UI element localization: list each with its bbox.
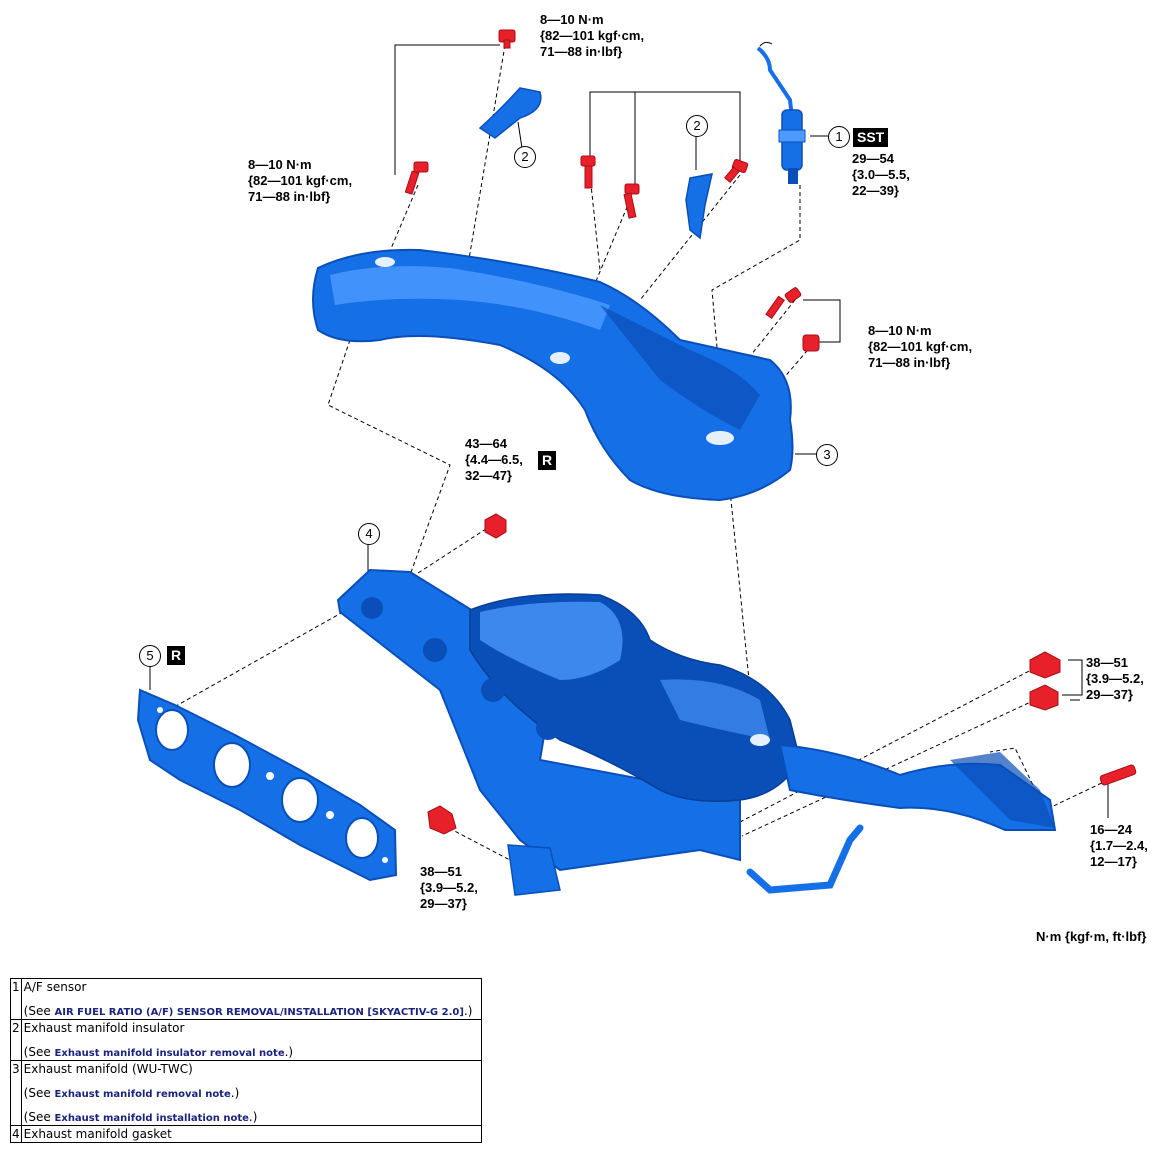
bolt-top-left: [404, 161, 429, 195]
solid-leader-lines: [149, 44, 1109, 818]
part-cell: Exhaust manifold gasket: [20, 1125, 483, 1143]
exhaust-manifold-insulator-piece-2b: [685, 173, 713, 240]
exploded-diagram: [136, 29, 1137, 896]
callout-1: 1: [828, 126, 850, 148]
part-cell: Exhaust manifold insulator (See Exhaust …: [20, 1019, 483, 1061]
parts-table: 1 A/F sensor (See AIR FUEL RATIO (A/F) S…: [10, 978, 483, 1143]
part-cell: Exhaust manifold (WU-TWC) (See Exhaust m…: [20, 1060, 483, 1126]
see-suffix: .): [463, 1004, 473, 1018]
part-cell: A/F sensor (See AIR FUEL RATIO (A/F) SEN…: [20, 978, 483, 1020]
bolts: [404, 29, 1137, 835]
nut-center: [484, 513, 507, 539]
see-prefix: (See: [23, 1045, 55, 1059]
bolt-center-3: [723, 158, 749, 184]
table-row: 1 A/F sensor (See AIR FUEL RATIO (A/F) S…: [10, 978, 483, 1020]
see-reference: (See Exhaust manifold insulator removal …: [24, 1045, 479, 1059]
bolt-center-1: [580, 155, 596, 189]
bolt-center-2: [623, 183, 640, 219]
exhaust-manifold-gasket-5: [136, 688, 398, 882]
part-number: 1: [10, 978, 22, 1020]
torque-label-right-mid: 8—10 N·m {82—101 kgf·cm, 71—88 in·lbf}: [868, 323, 973, 370]
procedure-link[interactable]: Exhaust manifold removal note: [54, 1089, 231, 1100]
table-row: 3 Exhaust manifold (WU-TWC) (See Exhaust…: [10, 1060, 483, 1126]
callout-5: 5: [139, 645, 161, 667]
stud-right: [1099, 764, 1137, 786]
bolt-top-center: [498, 29, 516, 49]
part-name: Exhaust manifold (WU-TWC): [23, 1062, 193, 1076]
see-reference-2: (See Exhaust manifold installation note.…: [24, 1110, 479, 1124]
see-reference: (See Exhaust manifold removal note.): [24, 1086, 479, 1100]
nut-bottom: [427, 805, 457, 835]
see-suffix: .): [230, 1086, 240, 1100]
torque-label-nut-right: 38—51 {3.9—5.2, 29—37}: [1086, 655, 1144, 702]
exhaust-manifold-insulator-3: [312, 248, 794, 502]
part-name: Exhaust manifold gasket: [23, 1127, 172, 1141]
torque-label-nut-bottom: 38—51 {3.9—5.2, 29—37}: [420, 864, 478, 911]
see-prefix: (See: [23, 1004, 55, 1018]
part-number: 4: [10, 1125, 22, 1143]
exhaust-manifold-4: [336, 568, 1057, 896]
part-name: A/F sensor: [23, 980, 87, 994]
see-prefix: (See: [23, 1086, 55, 1100]
nut-right-1: [1029, 651, 1061, 679]
unit-note: N·m {kgf·m, ft·lbf}: [1036, 929, 1147, 944]
see-suffix: .): [284, 1045, 294, 1059]
see-suffix: .): [248, 1110, 258, 1124]
table-row: 2 Exhaust manifold insulator (See Exhaus…: [10, 1019, 483, 1061]
af-sensor-1: [756, 41, 806, 184]
replace-tag-nut: R: [538, 451, 557, 470]
sst-tag: SST: [853, 128, 889, 147]
torque-label-nut-center: 43—64 {4.4—6.5, 32—47}: [465, 436, 523, 483]
procedure-link[interactable]: Exhaust manifold insulator removal note: [54, 1048, 285, 1059]
torque-label-top-left: 8—10 N·m {82—101 kgf·cm, 71—88 in·lbf}: [248, 157, 353, 204]
bolt-right-2: [802, 334, 820, 352]
replace-tag-gasket: R: [167, 646, 186, 665]
see-reference: (See AIR FUEL RATIO (A/F) SENSOR REMOVAL…: [24, 1004, 479, 1018]
exhaust-manifold-insulator-piece-2a: [478, 87, 542, 139]
torque-label-af-sensor: 29—54 {3.0—5.5, 22—39}: [852, 151, 910, 198]
part-name: Exhaust manifold insulator: [23, 1021, 185, 1035]
nut-right-2: [1029, 684, 1059, 711]
part-number: 3: [10, 1060, 22, 1126]
procedure-link[interactable]: AIR FUEL RATIO (A/F) SENSOR REMOVAL/INST…: [54, 1007, 464, 1018]
callout-2b: 2: [686, 115, 708, 137]
table-row: 4 Exhaust manifold gasket: [10, 1125, 483, 1143]
procedure-link[interactable]: Exhaust manifold installation note: [54, 1113, 249, 1124]
torque-label-stud: 16—24 {1.7—2.4, 12—17}: [1090, 822, 1148, 869]
torque-label-top-center: 8—10 N·m {82—101 kgf·cm, 71—88 in·lbf}: [540, 12, 645, 59]
callout-3: 3: [816, 444, 838, 466]
bolt-right-1: [765, 287, 802, 320]
callout-4: 4: [358, 523, 380, 545]
part-number: 2: [10, 1019, 22, 1061]
see-prefix: (See: [23, 1110, 55, 1124]
callout-2a: 2: [514, 146, 536, 168]
